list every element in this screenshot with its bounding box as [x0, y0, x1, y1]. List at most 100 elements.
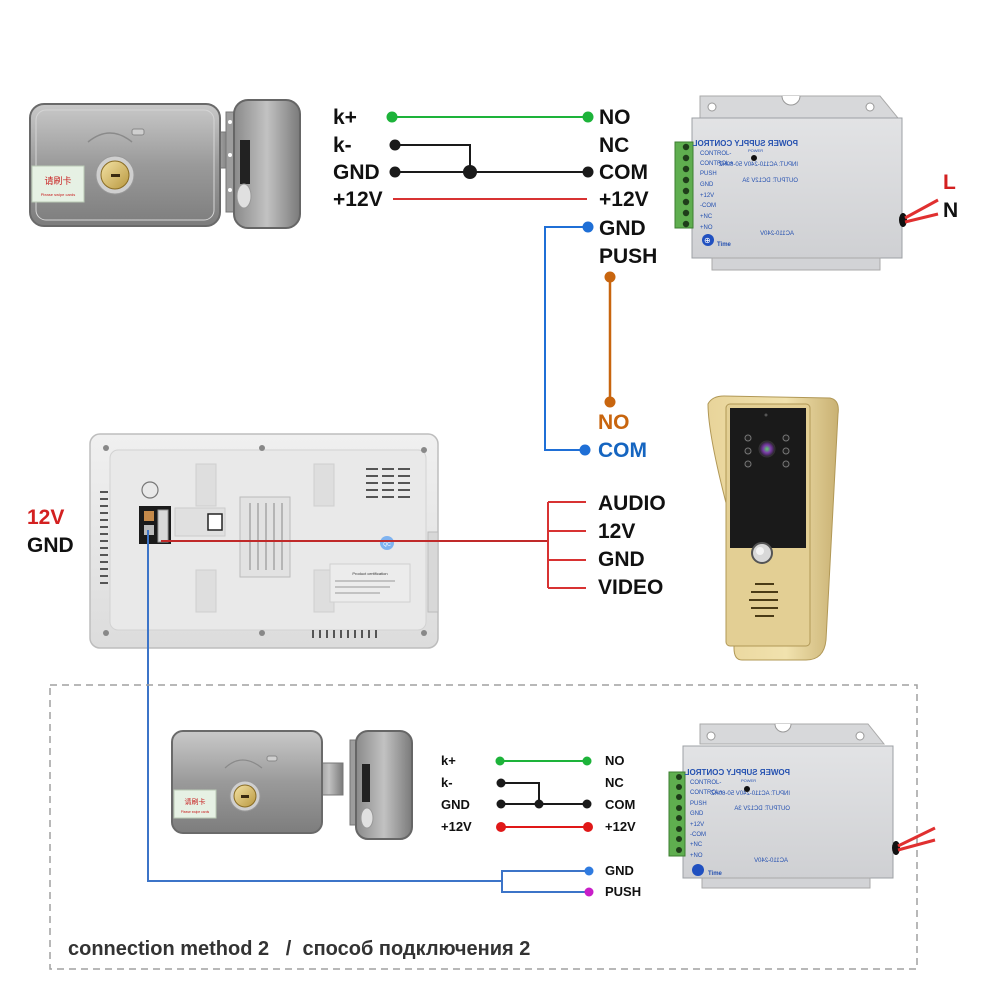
psu-brand: POWER SUPPLY CONTROL — [685, 768, 790, 777]
qc-badge — [380, 536, 394, 550]
power-label: POWER — [741, 778, 756, 783]
terminal-dot — [583, 822, 593, 832]
bus-12v: 12V — [598, 520, 636, 543]
certification-title: Product certification — [352, 571, 387, 576]
doorbell-terminal-no: NO — [598, 411, 630, 434]
sticker-cn: 请刷卡 — [185, 797, 206, 806]
psu-brand: POWER SUPPLY CONTROL — [693, 139, 798, 148]
junction-dot — [463, 165, 477, 179]
m2-lock-kminus: k- — [441, 775, 453, 790]
monitor-rear-sticker — [239, 496, 291, 578]
psu-label: GND — [700, 182, 714, 188]
terminal-dot — [604, 396, 616, 408]
mains-label-l: L — [943, 171, 956, 194]
psu-label: -COM — [700, 203, 716, 209]
psu-terminal-nc: NC — [599, 134, 630, 157]
terminal-dot — [582, 799, 592, 809]
doorbell-speaker — [749, 583, 778, 617]
time-knob-icon — [692, 864, 704, 876]
psu-terminal-labels: CONTROL- CONTROL+ PUSH GND +12V -COM +NC… — [700, 151, 733, 231]
terminal-dot — [582, 166, 594, 178]
lock-sticker: 请刷卡 Please swipe cards — [31, 165, 85, 203]
psu-label: +NC — [690, 842, 703, 848]
lock-terminal-gnd: GND — [333, 161, 380, 184]
wire-kminus — [395, 144, 471, 172]
terminal-dot — [386, 111, 398, 123]
terminal-dot — [584, 866, 594, 876]
psu-label: PUSH — [700, 171, 717, 177]
m2-psu-push: PUSH — [605, 884, 642, 899]
m2-psu-nc: NC — [605, 775, 624, 790]
psu-label: +12V — [690, 822, 704, 828]
psu-label: -COM — [690, 832, 706, 838]
lock-terminal-12v: +12V — [333, 188, 383, 211]
psu-label: CONTROL- — [690, 780, 721, 786]
psu-label: CONTROL- — [700, 151, 731, 157]
psu-label: GND — [690, 811, 704, 817]
psu-terminal-com: COM — [599, 161, 648, 184]
doorbell-camera-panel — [730, 408, 806, 548]
psu-label: +12V — [700, 193, 714, 199]
sticker-en: Please swipe cards — [181, 810, 210, 814]
monitor-speaker-grille — [366, 468, 410, 498]
m2-lock-kplus: k+ — [441, 753, 456, 768]
monitor-power-12v: 12V — [27, 506, 65, 529]
doorbell-terminal-com: COM — [598, 439, 647, 462]
psu-rating: AC110-240V — [754, 858, 788, 864]
psu-input: INPUT: AC110-240V 50-60HZ — [718, 162, 798, 168]
terminal-dot — [389, 166, 401, 178]
indoor-monitor: Product certification QC — [89, 433, 439, 649]
m2-lock-12v: +12V — [441, 819, 472, 834]
wire-gnd-com-doorbell — [544, 226, 588, 451]
m2-lock-gnd: GND — [441, 797, 470, 812]
camera-lens-icon — [758, 440, 776, 458]
lock-terminal-kplus: k+ — [333, 106, 357, 129]
psu-terminal-block — [674, 141, 694, 229]
bus-audio: AUDIO — [598, 492, 666, 515]
time-knob-icon — [702, 234, 714, 246]
time-label: Time — [708, 871, 723, 877]
psu-output: OUTPUT: DC12V 3A — [742, 178, 798, 184]
psu-terminal-gnd: GND — [599, 217, 646, 240]
terminal-dot — [496, 778, 506, 788]
psu-terminal-no: NO — [599, 106, 631, 129]
terminal-dot — [389, 139, 401, 151]
time-label: Time — [717, 242, 732, 248]
psu-output: OUTPUT: DC12V 3A — [734, 806, 790, 812]
psu-mirrored-text: POWER SUPPLY CONTROL INPUT: AC110-240V 5… — [693, 139, 798, 237]
wire-monitor-to-psu2 — [147, 530, 502, 882]
bus-fanout — [547, 501, 586, 589]
method2-wiring — [495, 756, 593, 832]
mains-label-n: N — [943, 199, 959, 222]
mains-wire-l — [904, 198, 939, 220]
psu-label: +NO — [700, 225, 713, 231]
monitor-connector — [139, 506, 171, 544]
power-supply-bottom: CONTROL- CONTROL+ PUSH GND +12V -COM +NC… — [668, 723, 936, 889]
junction-dot — [534, 799, 544, 809]
lock-strike — [225, 99, 301, 229]
electric-lock-bottom: 请刷卡 Please swipe cards — [171, 730, 413, 840]
bus-gnd: GND — [598, 548, 645, 571]
terminal-dot — [582, 111, 594, 123]
bus-video: VIDEO — [598, 576, 664, 599]
terminal-dot — [582, 756, 592, 766]
psu-terminal-block — [668, 771, 686, 857]
sticker-cn: 请刷卡 — [44, 175, 71, 186]
mains-wire-n — [904, 212, 939, 224]
monitor-bottom-vents — [312, 630, 377, 638]
psu-label: CONTROL+ — [690, 790, 723, 796]
psu-input: INPUT: AC110-240V 50-60HZ — [710, 791, 790, 797]
psu-label: +NO — [690, 853, 703, 859]
psu-terminal-push: PUSH — [599, 245, 658, 268]
outdoor-doorbell — [707, 395, 839, 661]
method2-caption: connection method 2 / способ подключения… — [68, 938, 531, 960]
psu-label: CONTROL+ — [700, 161, 733, 167]
m2-psu-no: NO — [605, 753, 625, 768]
certification-sticker — [329, 563, 411, 603]
monitor-side-vents — [100, 491, 108, 584]
electric-lock-top: 请刷卡 Please swipe cards — [29, 99, 301, 229]
top-wiring — [386, 111, 616, 456]
qc-badge-text: QC — [383, 542, 391, 548]
